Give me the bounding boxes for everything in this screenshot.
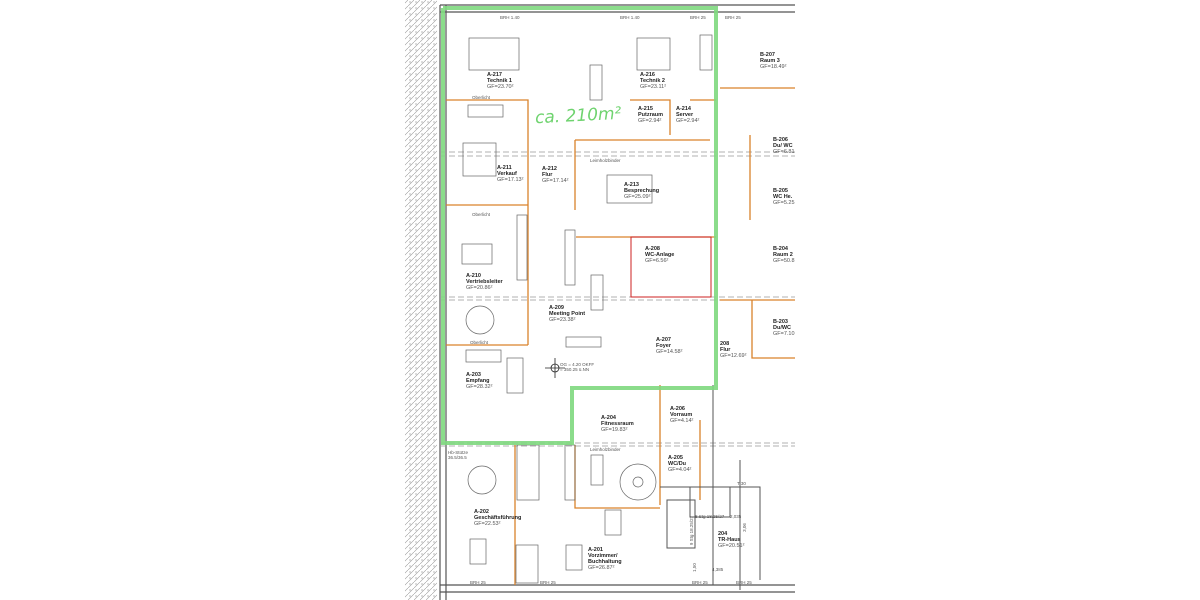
brh-label: BRH 1.40: [620, 15, 640, 20]
shelf: [565, 336, 602, 348]
oberlicht-label: Oberlicht: [472, 95, 491, 100]
fire-door-label: T 30: [737, 481, 746, 486]
brh-label: BRH 25: [725, 15, 741, 20]
shelf: [589, 64, 603, 101]
exterior-walls: [439, 4, 795, 600]
brh-label: BRH 25: [692, 580, 708, 585]
level-marker-icon: [545, 358, 565, 378]
dimension-label: 2,035: [730, 514, 742, 519]
brh-label: BRH 25: [736, 580, 752, 585]
round-table: [467, 465, 497, 495]
highlighted-area-outline: [441, 6, 718, 445]
oberlicht-label: Oberlicht: [472, 212, 491, 217]
brh-label: BRH 1.40: [500, 15, 520, 20]
dimension-label: 3,06: [741, 523, 747, 532]
desk: [468, 37, 520, 71]
brh-label: BRH 25: [470, 580, 486, 585]
high-table: [590, 274, 604, 311]
shelf: [516, 444, 540, 501]
desk: [462, 142, 497, 177]
bench: [590, 454, 604, 486]
brh-label: BRH 25: [540, 580, 556, 585]
shelf: [467, 104, 504, 118]
desk: [604, 509, 622, 536]
shelf: [516, 214, 528, 281]
interior-walls: [446, 87, 795, 585]
shelf: [564, 444, 576, 501]
beam-label: Leimholzbinder: [590, 158, 621, 163]
furniture: [461, 34, 713, 584]
reception-desk: [506, 357, 524, 394]
beam-lines: [440, 151, 795, 447]
dimension-label: 4,385: [712, 567, 724, 572]
brh-label: BRH 25: [690, 15, 706, 20]
round-table: [465, 305, 495, 335]
meeting-table: [606, 174, 653, 204]
exterior-hatch: [405, 0, 437, 600]
desk: [636, 37, 671, 71]
stair-label: 8 Stg 18.25/27: [695, 514, 725, 519]
stair-label: 9 Stg 18.25/27: [689, 515, 695, 546]
desk: [565, 544, 583, 571]
beam-label: Leimholzbinder: [590, 447, 621, 452]
stair-walls: [660, 385, 761, 590]
shelf: [465, 349, 502, 363]
desk: [469, 538, 487, 565]
oberlicht-label: Oberlicht: [470, 340, 489, 345]
level-label: OG = 4.20 OKFF = 350.25 ü.NN: [560, 362, 595, 372]
desk: [461, 243, 493, 265]
fitness-equipment: [619, 463, 657, 501]
wc-walls: [630, 236, 712, 298]
dimension-label: 1,50: [691, 563, 697, 572]
shelf: [515, 544, 539, 584]
shelf: [699, 34, 713, 71]
column-label: Hb-Stütze 36.5/36.5: [448, 450, 469, 460]
shelf: [564, 229, 576, 286]
